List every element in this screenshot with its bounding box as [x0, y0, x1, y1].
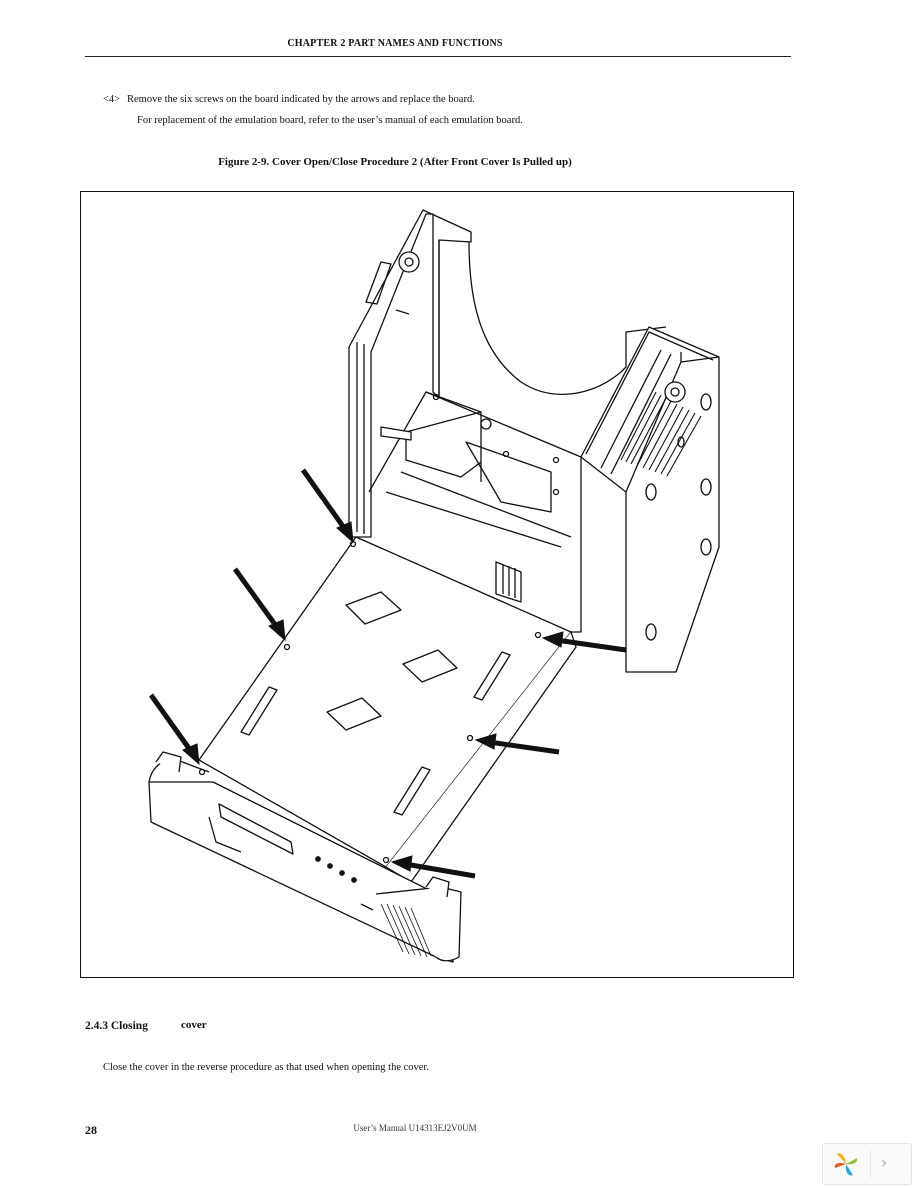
- emulator-cover-illustration: [148, 209, 720, 963]
- step-number: <4>: [103, 94, 121, 105]
- section-heading-word: cover: [181, 1019, 207, 1031]
- arrow-1: [300, 468, 354, 544]
- step-instruction: <4> Remove the six screws on the board in…: [103, 94, 475, 105]
- chapter-header: CHAPTER 2 PART NAMES AND FUNCTIONS: [287, 38, 503, 49]
- section-heading: 2.4.3 Closing: [85, 1020, 148, 1032]
- right-side-block-drawing: [580, 326, 720, 673]
- chevron-right-icon[interactable]: ›: [881, 1153, 888, 1172]
- viewer-nav-widget: ›: [822, 1143, 912, 1185]
- viewer-divider: [870, 1150, 871, 1178]
- arrow-5: [474, 733, 560, 755]
- figure-frame: [80, 191, 794, 978]
- arrow-6: [390, 855, 476, 879]
- arrow-3: [148, 693, 200, 766]
- footer-manual-id: User’s Manual U14313EJ2V0UM: [353, 1123, 477, 1133]
- arrow-2: [232, 567, 286, 642]
- raised-cover-drawing: [348, 209, 667, 538]
- step-text: Remove the six screws on the board indic…: [127, 94, 475, 105]
- figure-caption: Figure 2-9. Cover Open/Close Procedure 2…: [218, 156, 572, 168]
- front-cover-drawing: [148, 751, 462, 963]
- section-body-text: Close the cover in the reverse procedure…: [103, 1062, 429, 1073]
- pinwheel-logo-icon[interactable]: [831, 1150, 861, 1183]
- screw-arrows: [148, 468, 627, 879]
- header-rule: [85, 56, 791, 57]
- inner-base-drawing: [368, 391, 582, 633]
- emulation-board-drawing: [198, 536, 577, 883]
- page-number: 28: [85, 1123, 97, 1137]
- arrow-4: [541, 631, 627, 653]
- step-note: For replacement of the emulation board, …: [137, 115, 523, 126]
